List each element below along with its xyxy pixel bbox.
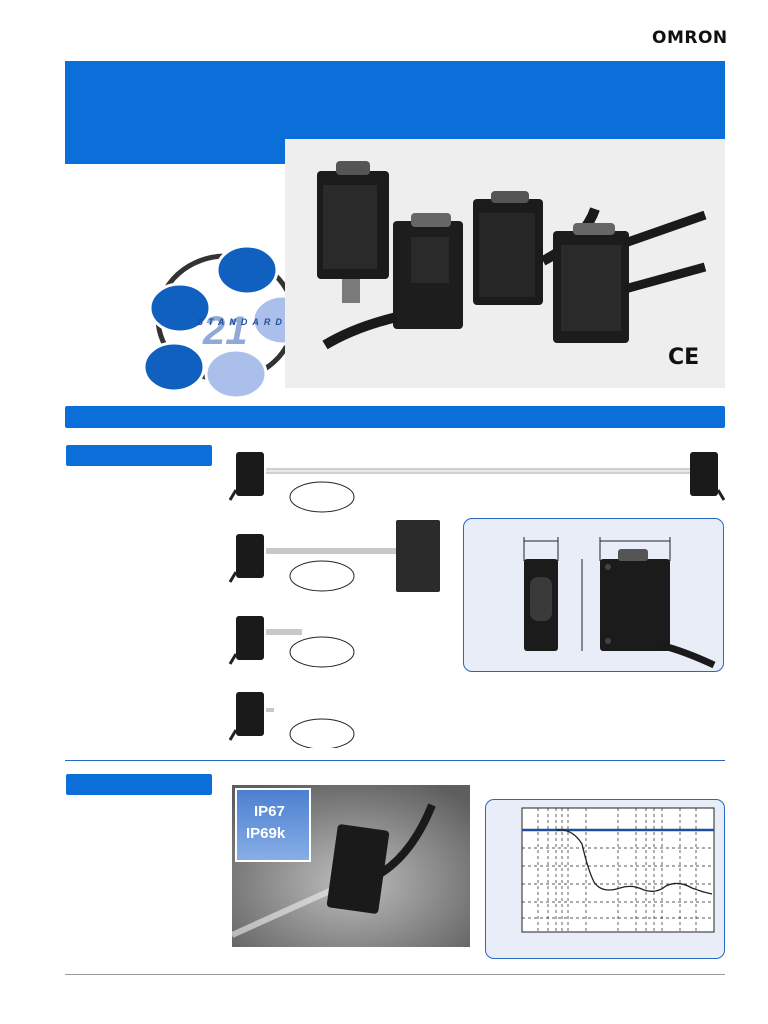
ip69k-label: IP69k (246, 825, 286, 842)
characteristics-graph (521, 807, 715, 933)
retro-reflective-row (228, 520, 440, 592)
sensing-methods-diagram (228, 452, 726, 748)
section-header-bar (65, 406, 725, 428)
section-tab-sensing-methods (66, 445, 212, 466)
ip-rating-photo: IP67 IP69k (230, 785, 470, 947)
hero-banner (65, 61, 725, 139)
hero-banner-tab (65, 139, 285, 164)
graph-series-curve (555, 829, 713, 895)
characteristics-graph-panel (485, 799, 725, 959)
footer-rule (65, 974, 725, 975)
section-tab-ip-rating (66, 774, 212, 795)
omron-logo: OMRON (652, 28, 728, 48)
diffuse-row (228, 616, 355, 668)
graph-gridlines (522, 808, 714, 932)
section-divider (65, 760, 725, 761)
bgs-row (228, 692, 355, 748)
badge-text: STANDARD (197, 317, 287, 327)
ce-mark: CE (668, 345, 700, 370)
through-beam-row (228, 452, 726, 513)
product-photo-panel (285, 139, 725, 388)
dimensions-drawing (523, 537, 716, 669)
dimensions-panel (463, 518, 724, 672)
badge-glyph: 21 (202, 309, 248, 353)
water-spray-photo: IP67 IP69k (230, 785, 470, 947)
ip67-label: IP67 (254, 803, 285, 820)
product-photo (317, 161, 707, 350)
